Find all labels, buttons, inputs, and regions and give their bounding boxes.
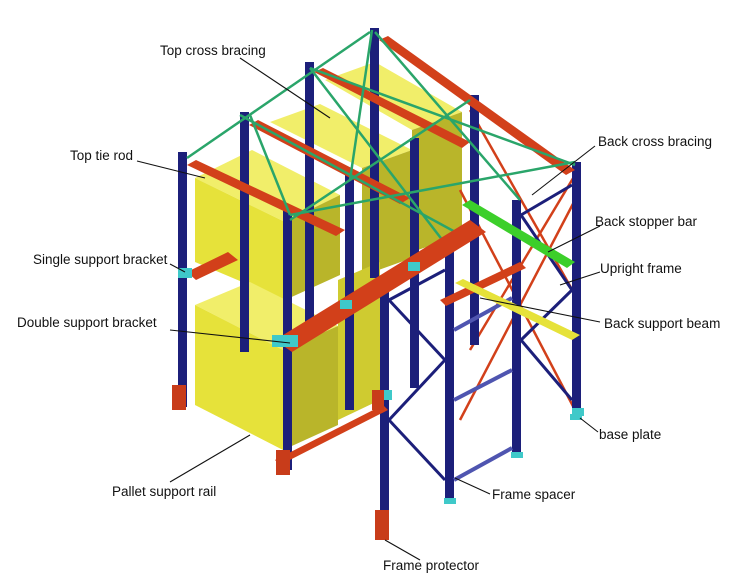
back-support-beam [455,279,580,340]
frame-protectors [172,385,389,540]
pallet-load [195,150,340,222]
base-plates [444,414,582,504]
label-double-support-bracket: Double support bracket [17,315,157,330]
back-stopper-bar [462,200,575,268]
leader-lines [136,57,601,561]
label-single-support-bracket: Single support bracket [33,252,168,267]
leader-back-cross-bracing [531,145,596,196]
leader-top-tie-rod [136,160,206,179]
leader-frame-protector [384,539,421,561]
frame-spacers [453,296,513,482]
leader-base-plate [579,417,599,433]
label-base-plate: base plate [599,427,662,442]
top-tie-rods [187,36,575,236]
label-back-stopper-bar: Back stopper bar [595,214,698,229]
label-upright-frame: Upright frame [600,261,682,276]
label-top-tie-rod: Top tie rod [70,148,134,163]
pallet-support-rails [187,220,526,465]
label-back-support-beam: Back support beam [604,316,721,331]
leader-top-cross-bracing [239,57,331,119]
label-pallet-support-rail: Pallet support rail [112,484,217,499]
leader-pallet-support-rail [169,434,251,483]
label-frame-spacer: Frame spacer [492,487,576,502]
label-frame-protector: Frame protector [383,558,480,573]
top-cross-bracing [186,29,576,251]
pallet-load [283,326,338,450]
pallet-load [325,62,462,130]
leader-back-support-beam [479,297,601,323]
leader-upright-frame [559,271,601,286]
label-top-cross-bracing: Top cross bracing [160,43,266,58]
leader-single-support-bracket [169,263,186,273]
leader-back-stopper-bar [547,225,601,253]
leader-frame-spacer [454,477,491,495]
pallet-load [195,305,283,450]
leader-double-support-bracket [169,329,291,344]
label-back-cross-bracing: Back cross bracing [598,134,713,149]
support-brackets [178,262,584,416]
